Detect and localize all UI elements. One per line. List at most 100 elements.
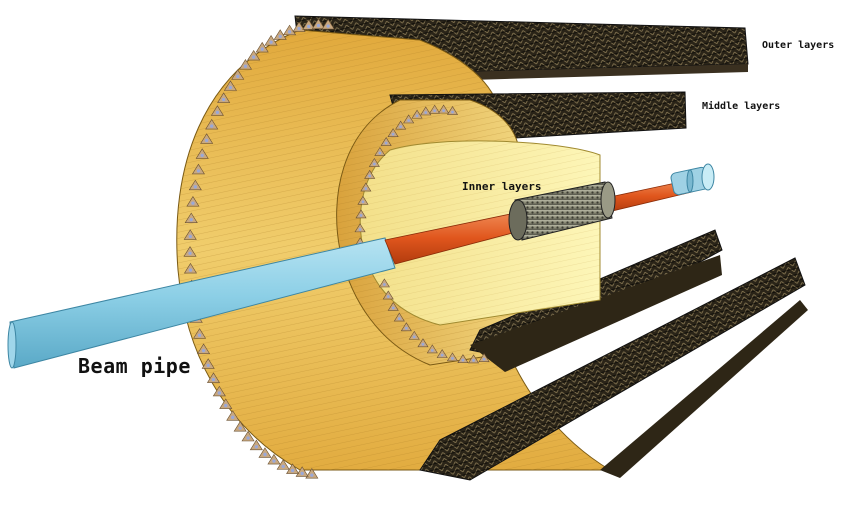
support-bracket <box>231 69 245 80</box>
bracket-bolt <box>372 162 376 166</box>
bracket-bolt <box>238 426 242 430</box>
support-bracket <box>183 262 198 274</box>
outer-truss-bottom <box>419 257 808 481</box>
support-bracket <box>238 59 253 70</box>
bracket-bolt <box>297 26 301 31</box>
support-bracket <box>217 92 231 103</box>
support-bracket <box>380 136 392 146</box>
bracket-bolt <box>217 391 222 395</box>
support-bracket <box>467 354 480 364</box>
bracket-bolt <box>251 55 256 59</box>
support-bracket <box>411 109 423 119</box>
support-bracket <box>258 447 272 458</box>
support-bracket <box>478 353 490 362</box>
bracket-bolt <box>290 468 295 473</box>
support-bracket <box>321 18 335 30</box>
bracket-bolt <box>391 132 395 136</box>
bracket-bolt <box>263 452 267 457</box>
support-bracket <box>264 34 278 46</box>
bracket-bolt <box>300 471 304 476</box>
outer-layers-label: Outer layers <box>762 40 835 51</box>
bracket-bolt <box>451 110 454 114</box>
support-bracket <box>226 410 240 421</box>
inner-barrel <box>508 181 616 241</box>
bracket-bolt <box>407 119 411 122</box>
bracket-bolt <box>260 47 264 51</box>
support-bracket <box>183 229 197 240</box>
bracket-bolt <box>451 356 454 360</box>
bracket-bolt <box>193 185 198 189</box>
bracket-bolt <box>197 333 202 337</box>
support-bracket <box>393 312 405 322</box>
support-bracket <box>267 453 281 465</box>
bracket-bolt <box>211 377 216 382</box>
bracket-bolt <box>287 30 292 34</box>
bracket-bolt <box>310 473 314 477</box>
support-bracket <box>311 18 325 29</box>
bracket-bolt <box>384 141 388 145</box>
support-bracket <box>273 29 287 40</box>
support-bracket <box>387 301 399 311</box>
bracket-bolt <box>424 111 428 114</box>
bracket-bolt <box>191 201 195 205</box>
bracket-bolt <box>189 218 193 222</box>
bracket-bolt <box>188 234 192 239</box>
bracket-bolt <box>243 64 248 68</box>
support-bracket <box>292 21 306 32</box>
bracket-bolt <box>236 74 240 79</box>
support-bracket <box>286 463 300 474</box>
support-bracket <box>276 459 290 470</box>
bracket-bolt <box>188 268 193 272</box>
support-bracket <box>360 182 372 192</box>
support-bracket <box>183 246 197 257</box>
support-bracket <box>382 290 394 300</box>
bracket-bolt <box>206 363 210 368</box>
bracket-bolt <box>461 358 465 362</box>
support-bracket <box>205 118 219 130</box>
bracket-bolt <box>221 97 226 102</box>
support-bracket <box>355 209 367 219</box>
support-bracket <box>354 223 366 233</box>
support-bracket <box>197 343 211 354</box>
bracket-bolt <box>415 114 419 118</box>
support-bracket <box>426 344 438 354</box>
support-bracket <box>200 133 214 144</box>
bracket-bolt <box>359 214 363 217</box>
support-bracket <box>195 148 209 159</box>
support-bracket <box>184 212 198 224</box>
support-bracket <box>436 349 448 358</box>
bracket-bolt <box>397 317 401 321</box>
support-bracket <box>395 120 407 130</box>
support-bracket <box>193 328 207 339</box>
bracket-bolt <box>316 23 321 28</box>
bracket-bolt <box>278 34 282 39</box>
support-bracket <box>295 466 309 477</box>
bracket-bolt <box>307 24 311 29</box>
bracket-bolt <box>200 153 204 158</box>
support-bracket <box>364 169 376 179</box>
beam-pipe-label: Beam pipe <box>78 354 191 378</box>
bracket-bolt <box>215 110 220 115</box>
bracket-bolt <box>281 464 285 469</box>
support-bracket <box>446 352 458 362</box>
support-bracket <box>357 195 369 205</box>
middle-layers-label: Middle layers <box>702 101 781 112</box>
bracket-bolt <box>378 151 382 155</box>
support-bracket <box>457 354 469 363</box>
support-bracket <box>374 146 386 156</box>
support-bracket <box>446 105 459 115</box>
bracket-bolt <box>472 359 475 362</box>
support-bracket <box>417 338 429 348</box>
bracket-bolt <box>386 295 390 298</box>
support-bracket <box>247 49 261 61</box>
support-bracket <box>233 421 247 432</box>
bracket-bolt <box>404 326 408 330</box>
support-bracket <box>400 322 412 332</box>
bracket-bolt <box>254 445 259 449</box>
bracket-bolt <box>361 200 365 204</box>
support-bracket <box>219 398 233 409</box>
support-bracket <box>206 372 221 383</box>
support-bracket <box>255 41 269 53</box>
bracket-bolt <box>196 169 201 173</box>
